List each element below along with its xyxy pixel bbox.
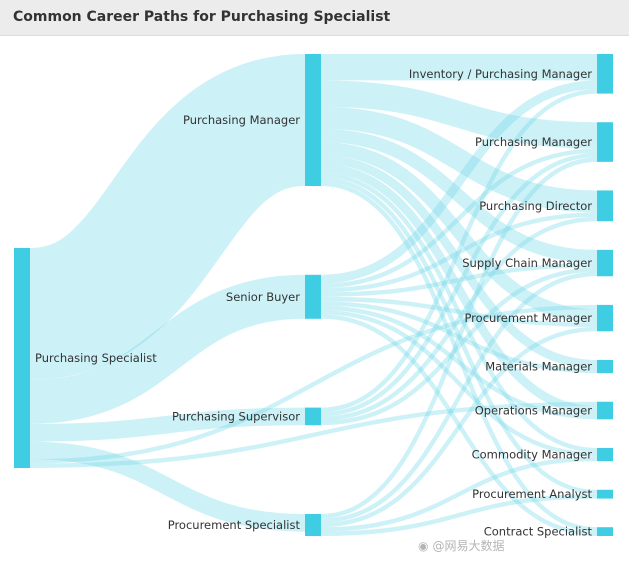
node-purchasing-manager-col2[interactable] bbox=[597, 122, 613, 162]
chart-header: Common Career Paths for Purchasing Speci… bbox=[0, 0, 629, 36]
node-procurement-manager-col2[interactable] bbox=[597, 304, 613, 332]
link-purchasing-supervisor-to-supply-chain-manager bbox=[320, 267, 598, 426]
link-purchasing-manager-to-purchasing-director bbox=[320, 106, 598, 213]
label-procurement-analyst-col2: Procurement Analyst bbox=[472, 487, 592, 501]
link-senior-buyer-to-procurement-manager bbox=[320, 296, 598, 327]
link-purchasing-supervisor-to-purchasing-director bbox=[320, 216, 598, 421]
link-purchasing-specialist-to-operations-manager bbox=[29, 401, 598, 468]
career-path-sankey: Purchasing Specialist Purchasing ManagerS… bbox=[14, 53, 613, 539]
links-layer bbox=[26, 53, 598, 536]
label-operations-manager-col2: Operations Manager bbox=[475, 404, 593, 418]
node-purchasing-director-col2[interactable] bbox=[597, 190, 613, 222]
node-contract-specialist-col2[interactable] bbox=[597, 527, 613, 536]
node-commodity-manager-col2[interactable] bbox=[597, 447, 613, 462]
link-purchasing-manager-to-supply-chain-manager bbox=[320, 128, 598, 264]
node-purchasing-manager-col1[interactable] bbox=[305, 54, 321, 186]
label-contract-specialist-col2: Contract Specialist bbox=[484, 525, 593, 539]
label-procurement-manager-col2: Procurement Manager bbox=[464, 311, 592, 325]
link-purchasing-supervisor-to-inventory-purchasing-manager bbox=[320, 89, 598, 412]
link-senior-buyer-to-contract-specialist bbox=[320, 314, 598, 536]
node-purchasing-specialist-col0[interactable] bbox=[14, 248, 30, 468]
link-procurement-specialist-to-purchasing-manager bbox=[320, 157, 598, 519]
label-purchasing-supervisor-col1: Purchasing Supervisor bbox=[172, 409, 300, 423]
link-senior-buyer-to-materials-manager bbox=[320, 301, 598, 374]
node-procurement-analyst-col2[interactable] bbox=[597, 489, 613, 499]
link-procurement-specialist-to-procurement-analyst bbox=[320, 494, 598, 536]
chart-title: Common Career Paths for Purchasing Speci… bbox=[13, 9, 391, 25]
labels-layer: Purchasing Specialist Purchasing ManagerS… bbox=[35, 67, 592, 539]
link-purchasing-specialist-to-procurement-manager bbox=[29, 304, 598, 464]
label-purchasing-manager-col2: Purchasing Manager bbox=[475, 135, 592, 149]
link-purchasing-supervisor-to-purchasing-manager bbox=[320, 153, 598, 417]
label-purchasing-director-col2: Purchasing Director bbox=[479, 199, 592, 213]
node-procurement-specialist-col1[interactable] bbox=[305, 514, 321, 536]
link-procurement-specialist-to-procurement-manager bbox=[320, 326, 598, 528]
link-senior-buyer-to-commodity-manager bbox=[320, 310, 598, 457]
label-supply-chain-manager-col2: Supply Chain Manager bbox=[462, 256, 592, 270]
link-procurement-specialist-to-commodity-manager bbox=[320, 456, 598, 532]
link-purchasing-manager-to-procurement-manager bbox=[320, 142, 598, 323]
link-purchasing-specialist-to-procurement-specialist bbox=[29, 441, 306, 532]
link-senior-buyer-to-operations-manager bbox=[320, 305, 598, 420]
link-purchasing-manager-to-contract-specialist bbox=[320, 181, 598, 532]
link-purchasing-specialist-to-senior-buyer bbox=[29, 274, 306, 424]
watermark-text: @网易大数据 bbox=[432, 539, 505, 553]
node-inventory-purchasing-manager-col2[interactable] bbox=[597, 54, 613, 94]
link-senior-buyer-to-supply-chain-manager bbox=[320, 263, 598, 297]
link-senior-buyer-to-purchasing-manager bbox=[320, 148, 598, 288]
node-materials-manager-col2[interactable] bbox=[597, 359, 613, 374]
label-purchasing-manager-col1: Purchasing Manager bbox=[183, 113, 300, 127]
node-supply-chain-manager-col2[interactable] bbox=[597, 249, 613, 277]
node-senior-buyer-col1[interactable] bbox=[305, 274, 321, 319]
link-purchasing-manager-to-materials-manager bbox=[320, 155, 598, 369]
watermark: ◉@网易大数据 bbox=[418, 537, 505, 554]
weibo-icon: ◉ bbox=[418, 539, 429, 553]
label-purchasing-specialist-col0: Purchasing Specialist bbox=[35, 351, 157, 365]
link-purchasing-manager-to-operations-manager bbox=[320, 164, 598, 415]
link-senior-buyer-to-purchasing-director bbox=[320, 212, 598, 293]
link-purchasing-manager-to-procurement-analyst bbox=[320, 177, 598, 495]
link-purchasing-manager-to-purchasing-manager bbox=[320, 80, 598, 149]
node-purchasing-supervisor-col1[interactable] bbox=[305, 407, 321, 426]
link-purchasing-specialist-to-purchasing-supervisor bbox=[29, 407, 306, 442]
label-materials-manager-col2: Materials Manager bbox=[485, 360, 592, 374]
label-commodity-manager-col2: Commodity Manager bbox=[472, 448, 593, 462]
link-purchasing-manager-to-commodity-manager bbox=[320, 172, 598, 453]
label-inventory-purchasing-manager-col2: Inventory / Purchasing Manager bbox=[409, 67, 592, 81]
link-senior-buyer-to-inventory-purchasing-manager bbox=[320, 80, 598, 284]
link-purchasing-specialist-to-purchasing-manager bbox=[26, 54, 309, 380]
label-procurement-specialist-col1: Procurement Specialist bbox=[168, 518, 301, 532]
link-procurement-specialist-to-supply-chain-manager bbox=[320, 271, 598, 523]
label-senior-buyer-col1: Senior Buyer bbox=[226, 290, 300, 304]
nodes-layer bbox=[14, 54, 613, 536]
node-operations-manager-col2[interactable] bbox=[597, 401, 613, 420]
